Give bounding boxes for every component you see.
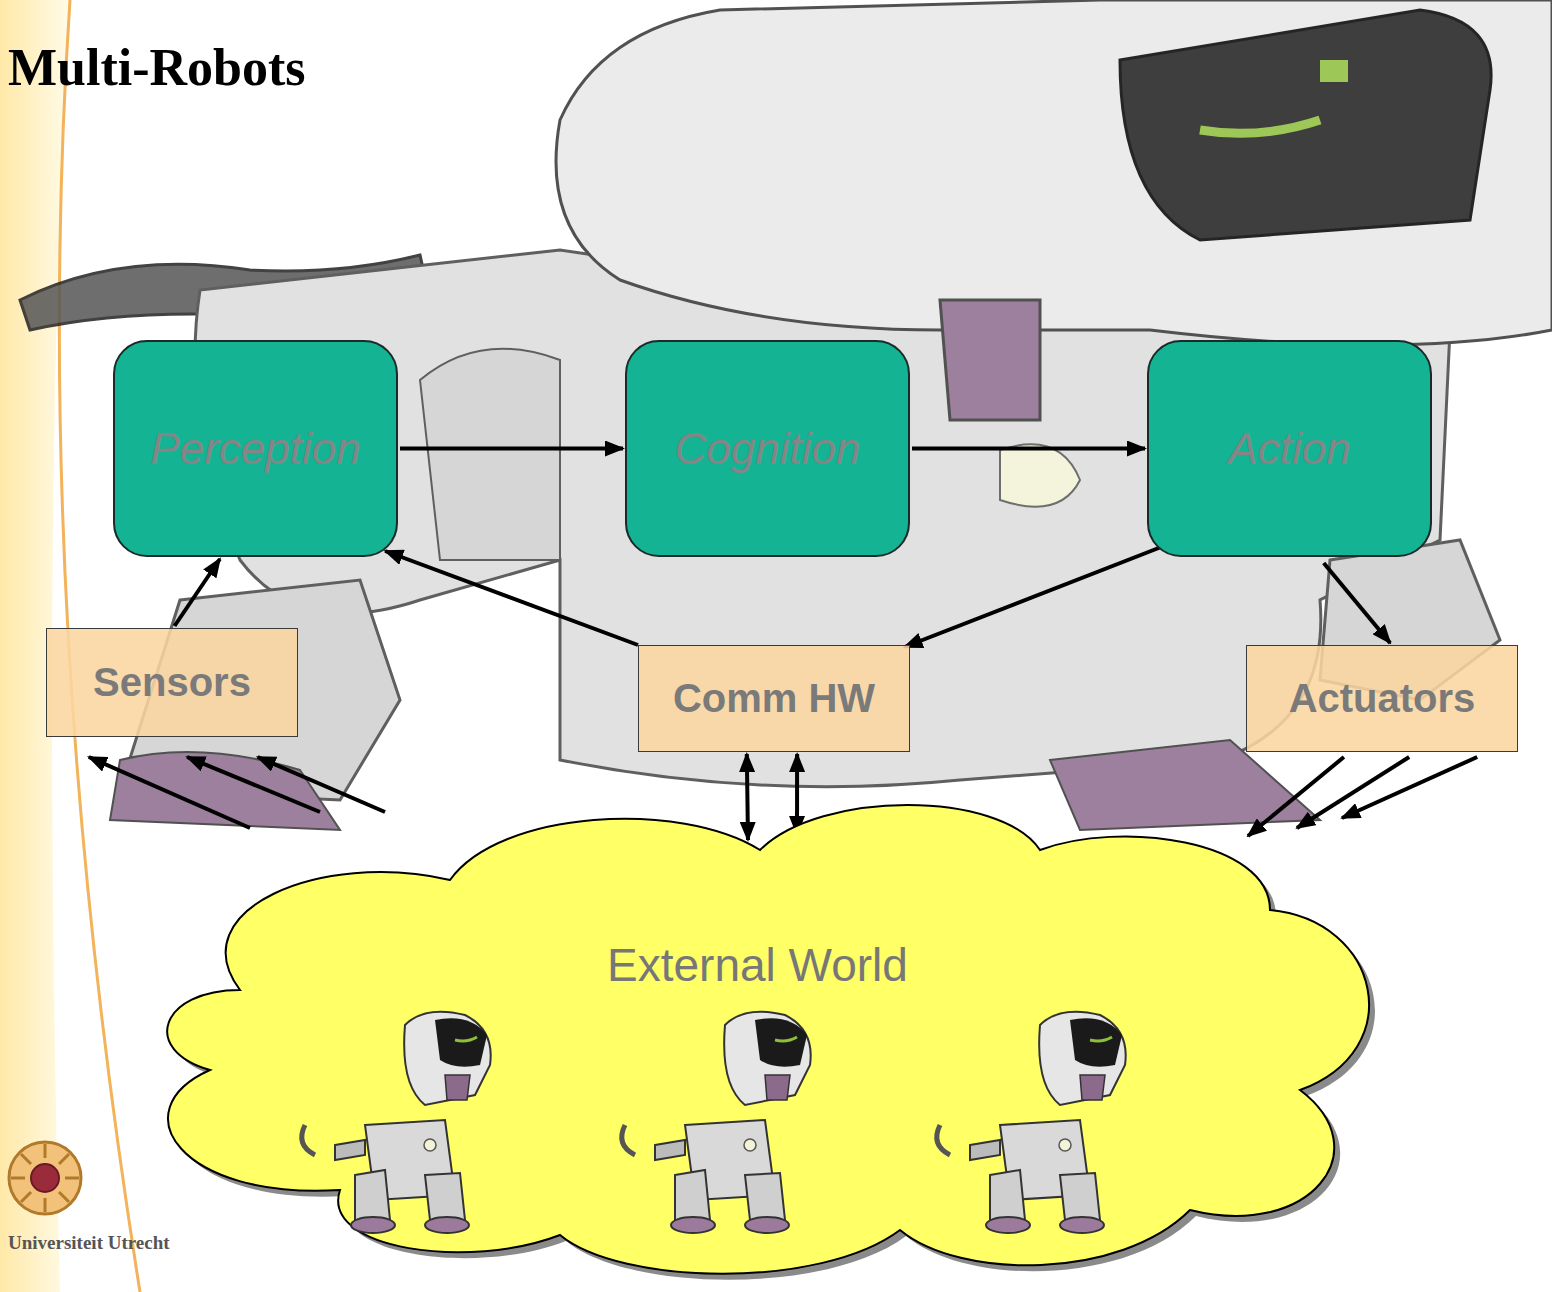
hardware-box: Actuators xyxy=(1246,645,1518,752)
slide-title: Multi-Robots xyxy=(8,39,306,96)
arrow-connector xyxy=(1297,757,1409,828)
arrow-connector xyxy=(1324,563,1390,643)
arrow-connector xyxy=(400,447,623,451)
arrow-connector xyxy=(905,547,1162,647)
node-text: Comm HW xyxy=(673,676,875,721)
world-cloud: External World xyxy=(120,790,1395,1280)
node-text: Action xyxy=(1228,424,1350,474)
node-text: Sensors xyxy=(93,660,251,705)
arrow-connector xyxy=(175,559,220,626)
node-text: Cognition xyxy=(675,424,861,474)
arrow-connector xyxy=(1342,757,1477,818)
process-box: Action xyxy=(1147,340,1432,557)
node-text: Perception xyxy=(150,424,360,474)
arrow-connector xyxy=(747,754,748,840)
label-wrap: Universiteit Utrecht xyxy=(8,1232,170,1254)
arrow-connector xyxy=(1248,757,1344,836)
process-box: Perception xyxy=(113,340,398,557)
arrow-connector xyxy=(258,757,385,812)
title-wrap: Multi-Robots xyxy=(8,38,306,97)
node-text: External World xyxy=(120,938,1395,992)
process-box: Cognition xyxy=(625,340,910,557)
cloud-outline xyxy=(120,790,1395,1280)
arrow-connector xyxy=(385,551,638,645)
arrow-connector xyxy=(912,447,1145,451)
arrow-connector xyxy=(187,757,320,812)
hardware-box: Comm HW xyxy=(638,645,910,752)
hardware-box: Sensors xyxy=(46,628,298,737)
large-robot xyxy=(20,0,1552,830)
arrow-connector xyxy=(795,754,799,834)
node-text: Actuators xyxy=(1289,676,1476,721)
university-logo xyxy=(9,1142,81,1214)
arrow-connector xyxy=(89,757,250,828)
institution-name: Universiteit Utrecht xyxy=(8,1232,170,1253)
